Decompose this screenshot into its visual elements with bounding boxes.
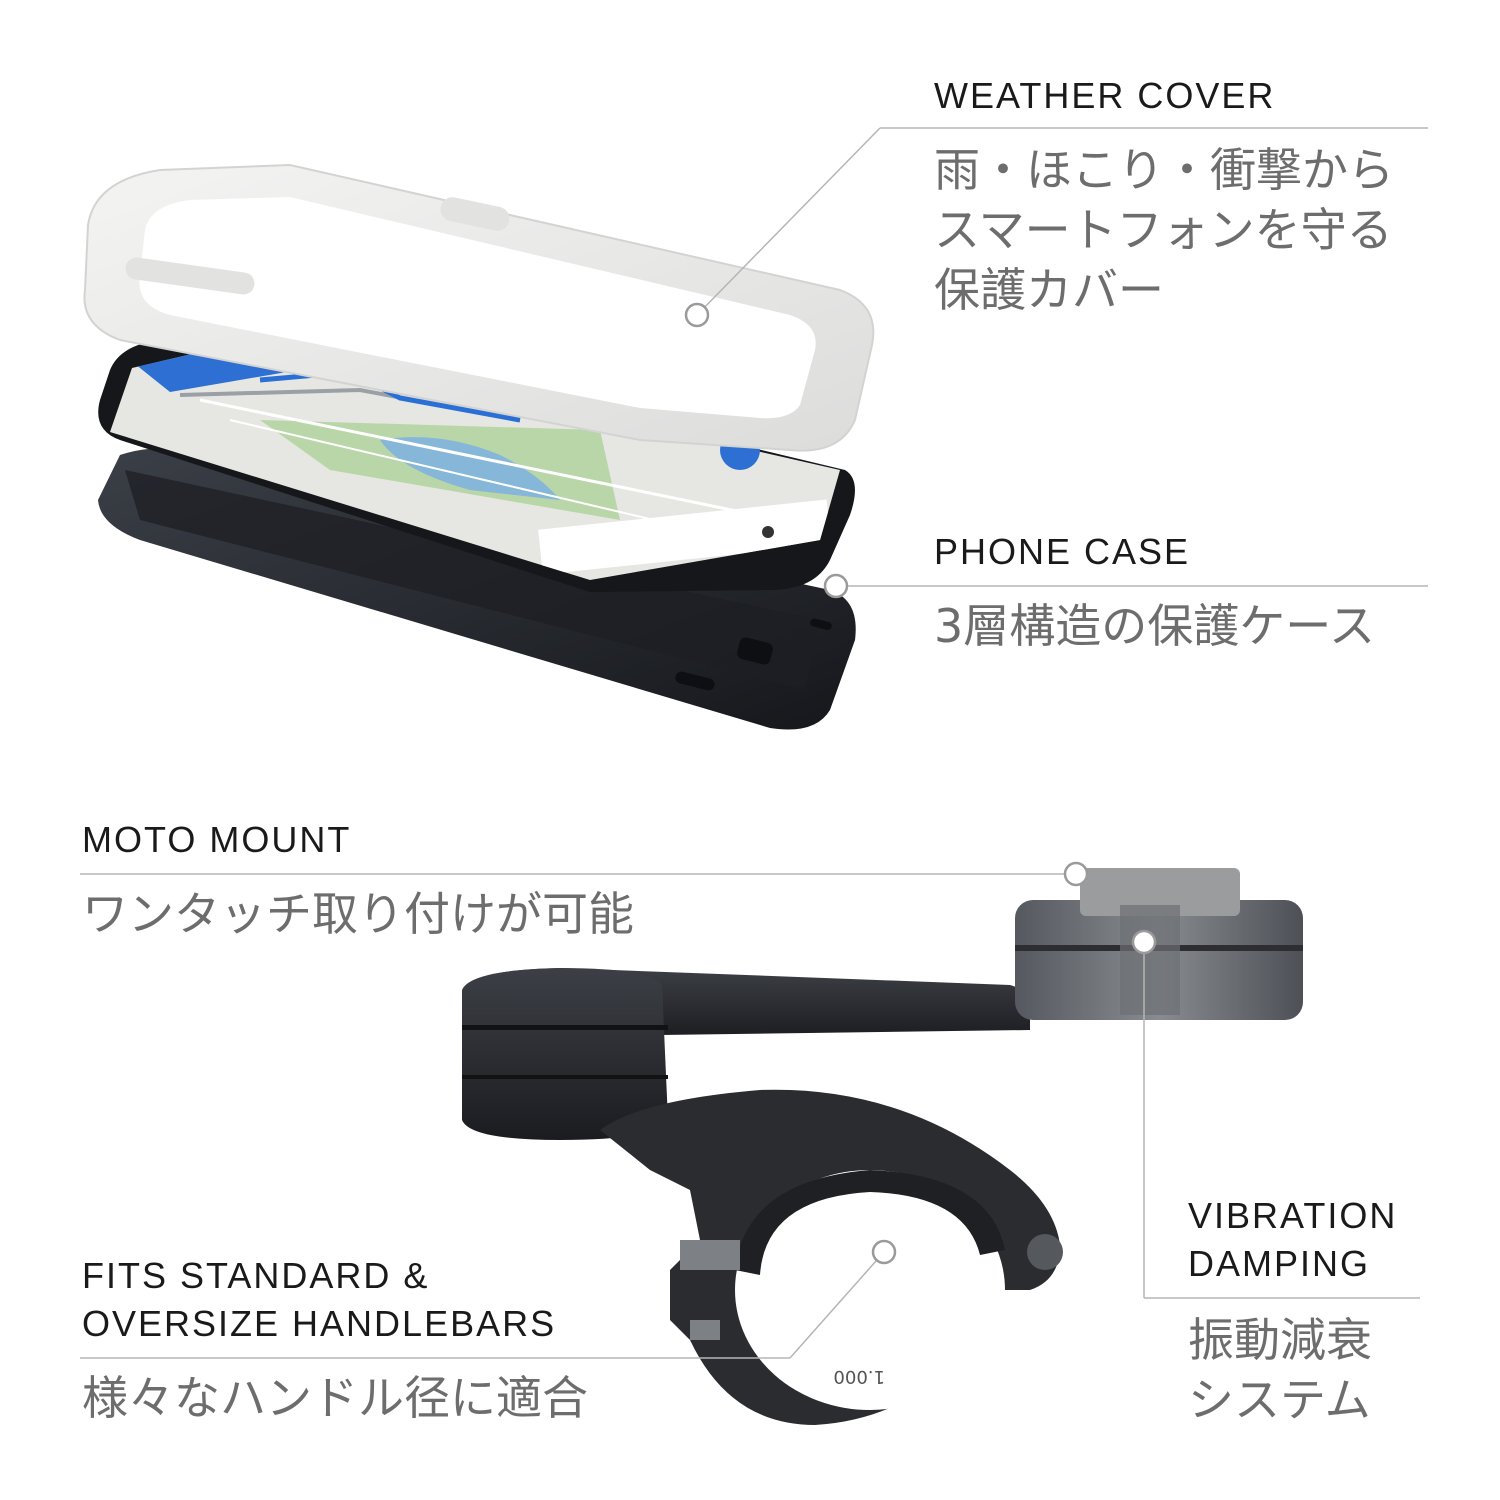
leader-lines: [80, 127, 1428, 1359]
weather-cover-desc-line1: 雨・ほこり・衝撃から: [934, 143, 1394, 197]
moto-mount-title: MOTO MOUNT: [82, 819, 352, 860]
weather-cover-desc-line3: 保護カバー: [934, 263, 1164, 317]
phone-case-desc: 3層構造の保護ケース: [934, 599, 1375, 653]
weather-cover-title: WEATHER COVER: [934, 75, 1276, 116]
handlebars-title-line2: OVERSIZE HANDLEBARS: [82, 1303, 557, 1344]
clamp-size-mark: 1.000: [833, 1366, 885, 1387]
weather-cover-illustration: [83, 163, 875, 452]
weather-cover-desc-line2: スマートフォンを守る: [934, 203, 1393, 257]
handlebars-desc: 様々なハンドル径に適合: [82, 1371, 588, 1425]
handlebars-title-line1: FITS STANDARD &: [82, 1255, 430, 1296]
moto-mount-illustration: 1.000: [462, 868, 1303, 1425]
vibration-desc-line1: 振動減衰: [1188, 1313, 1372, 1367]
vibration-title-line1: VIBRATION: [1188, 1195, 1398, 1236]
vibration-desc-line2: システム: [1188, 1373, 1371, 1427]
vibration-title-line2: DAMPING: [1188, 1243, 1371, 1284]
phone-case-title: PHONE CASE: [934, 531, 1191, 572]
phone-case-illustration: [98, 448, 856, 730]
moto-mount-desc: ワンタッチ取り付けが可能: [82, 887, 634, 941]
